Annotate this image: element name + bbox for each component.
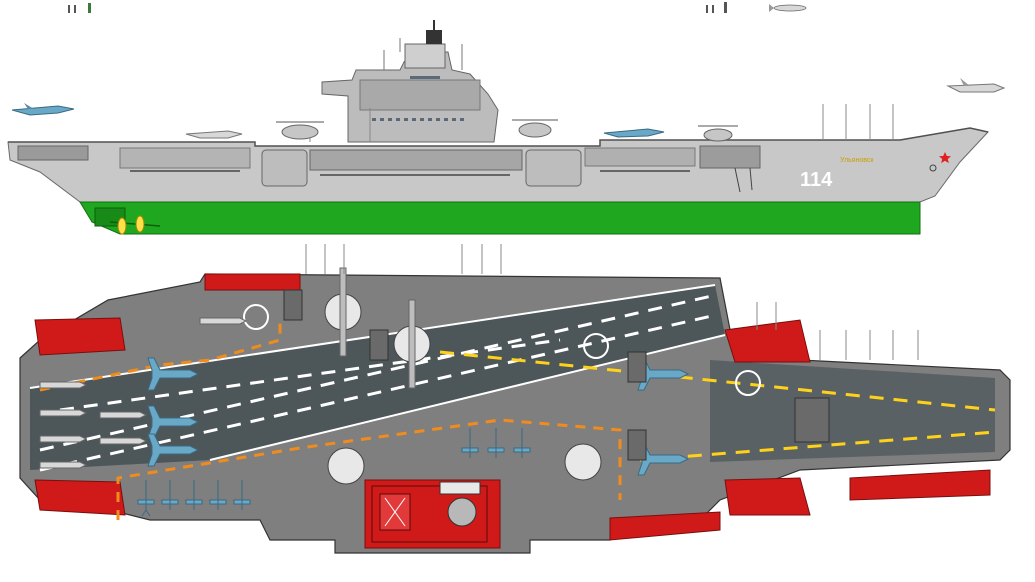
ship-name-label: Ульяновск (840, 157, 874, 164)
runway-markings-yellow (439, 350, 996, 462)
weapon-symbols-right (706, 2, 727, 13)
awacs-aircraft-icon (324, 267, 602, 485)
fighter-jet-icon (603, 128, 665, 138)
helipad-icon (243, 304, 761, 396)
radar-icon (426, 20, 442, 44)
island-plan (371, 481, 488, 543)
missile-icon (769, 4, 807, 12)
deck-masts (309, 104, 894, 142)
vtol-jet-icon (946, 78, 1006, 93)
top-view (19, 244, 1011, 554)
parking-markings-orange (39, 320, 622, 520)
angled-runway (30, 285, 725, 470)
fighter-jet-icon (147, 357, 690, 476)
helicopter-icon (276, 121, 324, 140)
helicopter-icon (698, 125, 738, 142)
star-emblem (939, 152, 951, 164)
fighter-jet-icon (39, 317, 248, 469)
fighter-jet-icon (137, 428, 531, 517)
hull-underwater (79, 201, 921, 235)
deck-masts-plan (305, 244, 919, 360)
mast-icon (383, 38, 463, 70)
fighter-jet-icon (11, 103, 75, 116)
island-superstructure (321, 20, 499, 143)
hull-upper: 114 Ульяновск (7, 127, 989, 203)
weapon-symbols-left (68, 3, 91, 13)
hull-number: 114 (800, 169, 833, 191)
helicopter-icon (512, 119, 558, 138)
propellers (117, 215, 145, 235)
fighter-jet-icon (185, 130, 243, 139)
side-profile: 114 Ульяновск (7, 2, 1006, 235)
elevator-hatches (283, 289, 830, 461)
bow-runway (710, 360, 995, 462)
runway-markings-white (39, 293, 717, 472)
